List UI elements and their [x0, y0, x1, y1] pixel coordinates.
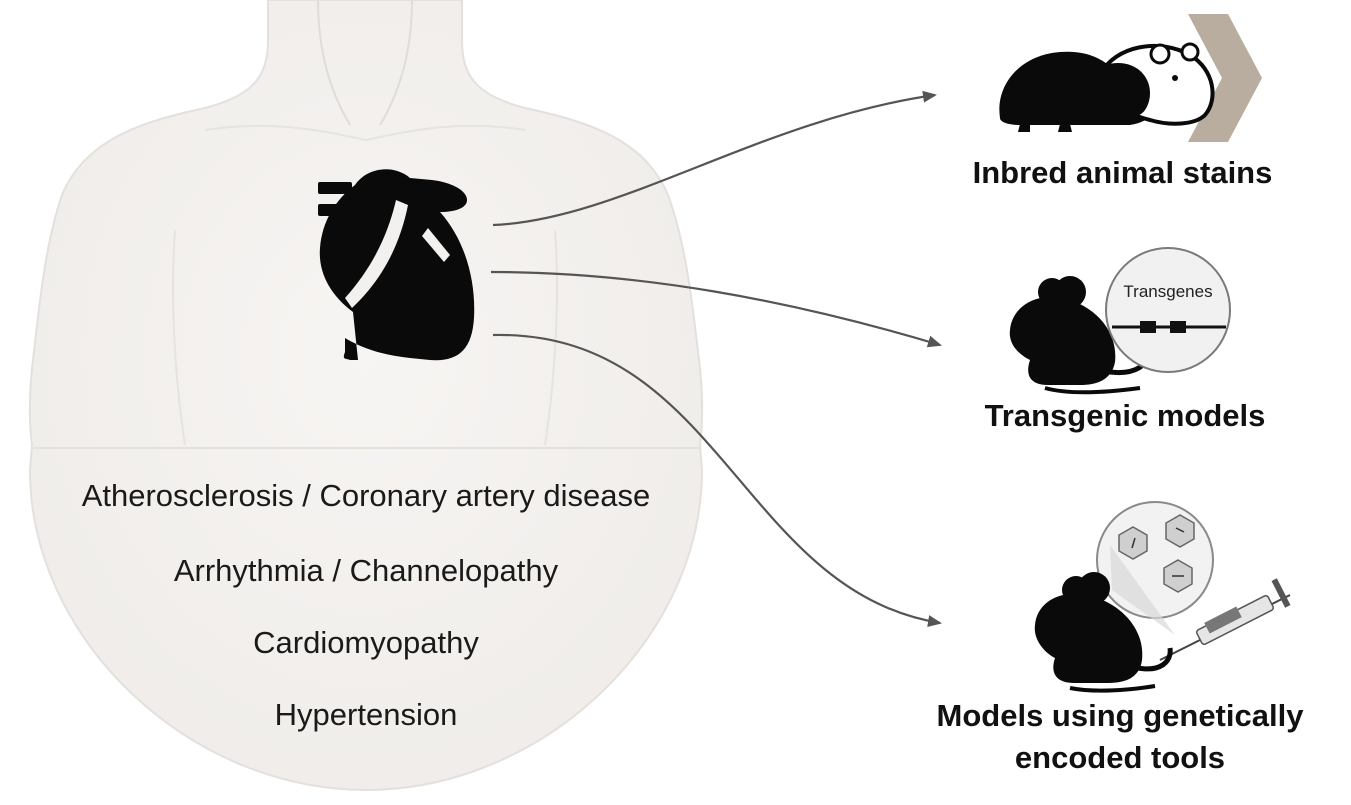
- disease-cardiomyopathy: Cardiomyopathy: [253, 625, 479, 660]
- transgenes-badge-label: Transgenes: [1123, 282, 1213, 301]
- arrow-to-genetic-tools: [492, 333, 942, 627]
- mouse-icon-genetic-tools: [1034, 572, 1173, 693]
- torso-illustration: [28, 0, 704, 792]
- syringe-pointer: [1110, 545, 1175, 635]
- label-transgenic-models: Transgenic models: [984, 398, 1266, 433]
- disease-arrhythmia: Arrhythmia / Channelopathy: [173, 553, 559, 588]
- label-genetic-tools-line2: encoded tools: [1014, 740, 1226, 775]
- label-inbred-animal-stains: Inbred animal stains: [972, 155, 1273, 190]
- arrow-to-inbred: [492, 90, 937, 227]
- mouse-icon-transgenic: [1009, 276, 1151, 395]
- inbred-animals-icon: [999, 14, 1262, 142]
- disease-atherosclerosis: Atherosclerosis / Coronary artery diseas…: [81, 478, 651, 513]
- label-genetic-tools-line1: Models using genetically: [936, 698, 1304, 733]
- transgenes-badge: [1105, 247, 1231, 373]
- syringe-icon: [1159, 578, 1291, 661]
- disease-hypertension: Hypertension: [274, 697, 458, 732]
- heart-icon: [318, 169, 475, 361]
- collarbone-line: [204, 124, 526, 142]
- arm-crease-left: [172, 229, 186, 446]
- arm-crease-right: [544, 229, 558, 446]
- neck-line-left: [317, 0, 351, 126]
- neck-line-right: [379, 0, 413, 126]
- arrow-to-transgenic: [490, 270, 942, 348]
- torso-silhouette: [28, 0, 704, 792]
